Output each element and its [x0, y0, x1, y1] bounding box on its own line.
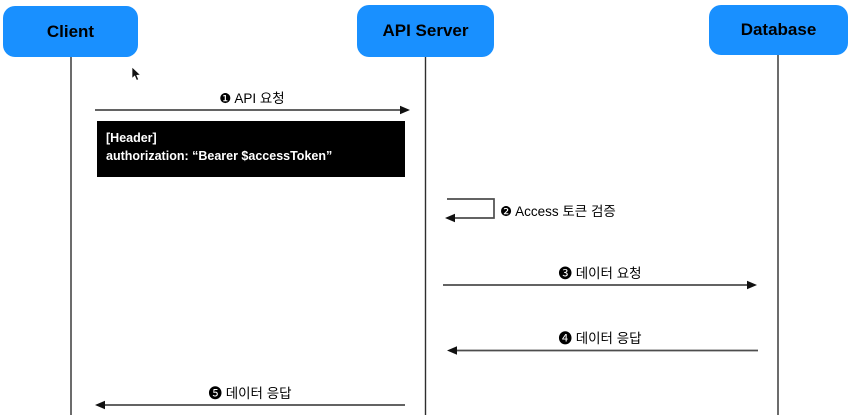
arrow-4-head — [447, 346, 457, 355]
header-note-box[interactable]: [Header] authorization: “Bearer $accessT… — [97, 121, 405, 177]
actor-label-database: Database — [740, 20, 817, 39]
arrow-3-head — [747, 280, 757, 290]
actor-box-database[interactable]: Database — [709, 5, 848, 55]
actor-box-client[interactable]: Client — [3, 6, 138, 57]
mouse-cursor-icon — [131, 67, 142, 81]
arrow-1-head — [400, 105, 410, 115]
message-label-2: ❷ Access 토큰 검증 — [500, 204, 616, 219]
message-label-1: ❶ API 요청 — [219, 91, 285, 106]
actor-label-api-server: API Server — [382, 21, 469, 40]
actor-label-client: Client — [46, 21, 95, 41]
message-label-3: ❸ 데이터 요청 — [558, 266, 642, 281]
arrow-2-loop — [447, 198, 495, 219]
actor-box-api-server[interactable]: API Server — [357, 5, 494, 57]
message-label-5: ❺ 데이터 응답 — [208, 386, 292, 401]
message-label-4: ❹ 데이터 응답 — [558, 331, 642, 346]
arrow-2-head — [445, 213, 455, 223]
note-line-1: [Header] — [106, 131, 157, 145]
arrow-5-head — [95, 400, 105, 410]
note-line-2: authorization: “Bearer $accessToken” — [106, 149, 333, 163]
